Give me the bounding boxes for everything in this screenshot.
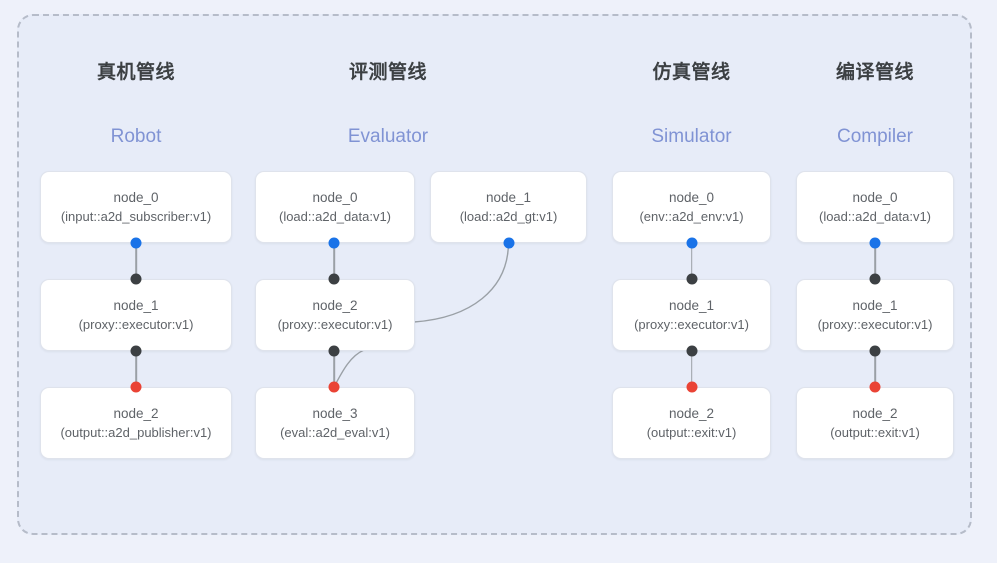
node-label-name: node_1: [485, 190, 532, 205]
node-label-name: node_0: [113, 190, 159, 205]
column-title-cn-simulator: 仿真管线: [652, 62, 731, 83]
column-title-en-simulator: Simulator: [651, 126, 732, 147]
node-label-name: node_1: [113, 298, 159, 313]
node-robot-0[interactable]: node_0 (input::a2d_subscriber:v1): [40, 171, 232, 243]
node-label-name: node_1: [852, 298, 898, 313]
edge-evaluator-2-3: [333, 351, 335, 387]
port-input-simulator-1[interactable]: [686, 273, 697, 285]
pipeline-column-evaluator: 评测管线 Evaluator node_0 (load::a2d_data:v1…: [255, 0, 428, 563]
edge-simulator-1-2: [690, 351, 693, 387]
column-title-en-compiler: Compiler: [836, 126, 914, 147]
node-label-name: node_2: [113, 406, 159, 421]
node-label-type: (proxy::executor:v1): [277, 317, 393, 332]
node-label-type: (input::a2d_subscriber:v1): [60, 209, 212, 224]
column-title-en-robot: Robot: [110, 126, 162, 147]
node-label-type: (eval::a2d_eval:v1): [280, 425, 390, 440]
edge-robot-1-2: [135, 351, 137, 387]
port-input-robot-1[interactable]: [130, 273, 142, 285]
node-label-name: node_2: [852, 406, 898, 421]
port-input-evaluator-2[interactable]: [328, 273, 340, 285]
node-evaluator-1-gt[interactable]: node_1 (load::a2d_gt:v1): [430, 171, 587, 243]
port-output-compiler-1[interactable]: [869, 345, 881, 357]
edge-compiler-1-2: [874, 351, 876, 387]
node-label-type: (load::a2d_data:v1): [818, 209, 932, 224]
node-label-name: node_2: [312, 298, 358, 313]
edge-compiler-0-1: [874, 243, 876, 279]
node-evaluator-3[interactable]: node_3 (eval::a2d_eval:v1): [255, 387, 415, 459]
port-output-simulator-0[interactable]: [686, 237, 697, 249]
node-label-type: (env::a2d_env:v1): [639, 209, 744, 224]
node-robot-2[interactable]: node_2 (output::a2d_publisher:v1): [40, 387, 232, 459]
port-input-compiler-1[interactable]: [869, 273, 881, 285]
port-input-evaluator-3[interactable]: [328, 381, 340, 393]
node-label-name: node_1: [668, 298, 715, 313]
edge-robot-0-1: [135, 243, 137, 279]
node-evaluator-2[interactable]: node_2 (proxy::executor:v1): [255, 279, 415, 351]
column-title-cn-compiler: 编译管线: [835, 62, 914, 83]
edge-evaluator-0-2: [333, 243, 335, 279]
column-title-en-evaluator: Evaluator: [347, 126, 429, 147]
node-label-name: node_3: [312, 406, 358, 421]
node-label-type: (proxy::executor:v1): [817, 317, 933, 332]
port-output-evaluator-1-gt[interactable]: [503, 237, 514, 249]
port-input-robot-2[interactable]: [130, 381, 142, 393]
node-simulator-1[interactable]: node_1 (proxy::executor:v1): [612, 279, 771, 351]
node-label-name: node_2: [668, 406, 715, 421]
node-label-type: (load::a2d_gt:v1): [459, 209, 558, 224]
port-output-robot-0[interactable]: [130, 237, 142, 249]
port-output-evaluator-2[interactable]: [328, 345, 340, 357]
node-label-type: (output::a2d_publisher:v1): [60, 425, 212, 440]
column-title-cn-evaluator: 评测管线: [348, 62, 427, 83]
node-evaluator-0[interactable]: node_0 (load::a2d_data:v1): [255, 171, 415, 243]
node-simulator-0[interactable]: node_0 (env::a2d_env:v1): [612, 171, 771, 243]
node-compiler-2[interactable]: node_2 (output::exit:v1): [796, 387, 954, 459]
node-label-name: node_0: [852, 190, 898, 205]
node-simulator-2[interactable]: node_2 (output::exit:v1): [612, 387, 771, 459]
port-input-compiler-2[interactable]: [869, 381, 881, 393]
node-label-type: (load::a2d_data:v1): [278, 209, 392, 224]
column-title-cn-robot: 真机管线: [96, 62, 175, 83]
edge-simulator-0-1: [690, 243, 693, 279]
port-input-simulator-2[interactable]: [686, 381, 697, 393]
node-robot-1[interactable]: node_1 (proxy::executor:v1): [40, 279, 232, 351]
pipeline-column-robot: 真机管线 Robot node_0 (input::a2d_subscriber…: [40, 0, 232, 563]
node-label-name: node_0: [668, 190, 715, 205]
node-label-type: (proxy::executor:v1): [78, 317, 194, 332]
port-output-evaluator-0[interactable]: [328, 237, 340, 249]
port-output-compiler-0[interactable]: [869, 237, 881, 249]
node-label-type: (output::exit:v1): [646, 425, 737, 440]
port-output-robot-1[interactable]: [130, 345, 142, 357]
pipeline-column-simulator: 仿真管线 Simulator node_0 (env::a2d_env:v1) …: [612, 0, 771, 563]
node-compiler-0[interactable]: node_0 (load::a2d_data:v1): [796, 171, 954, 243]
node-compiler-1[interactable]: node_1 (proxy::executor:v1): [796, 279, 954, 351]
node-label-type: (proxy::executor:v1): [634, 317, 749, 332]
pipeline-column-compiler: 编译管线 Compiler node_0 (load::a2d_data:v1)…: [796, 0, 954, 563]
port-output-simulator-1[interactable]: [686, 345, 697, 357]
node-label-name: node_0: [312, 190, 358, 205]
node-label-type: (output::exit:v1): [830, 425, 920, 440]
